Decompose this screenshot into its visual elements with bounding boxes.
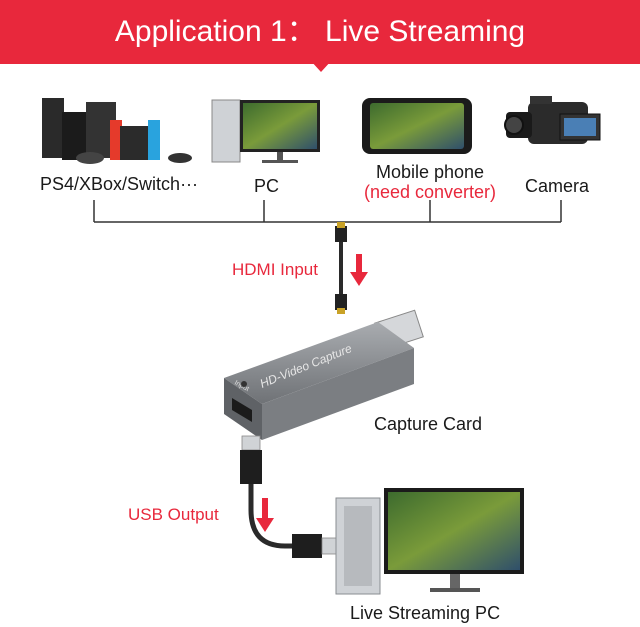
source-note-mobile: (need converter) [363,182,497,202]
usb-cable [240,435,343,558]
hdmi-input-label: HDMI Input [232,260,318,279]
banner-pointer [310,60,332,72]
banner-title: Application 1： Live Streaming [114,15,526,48]
source-label-pc: PC [254,176,280,196]
video-camera-icon [504,96,601,144]
streaming-pc-label: Live Streaming PC [350,603,501,623]
capture-card-label: Capture Card [374,414,483,434]
usb-output-label: USB Output [128,505,219,524]
game-consoles-icon [42,98,192,164]
header-banner [0,0,640,64]
mobile-phone-icon [362,98,472,154]
source-label-camera: Camera [525,176,590,196]
source-label-mobile: Mobile phone [375,162,485,182]
source-label-consoles: PS4/XBox/Switch··· [40,174,199,194]
hdmi-arrow-icon [350,254,368,286]
hdmi-cable [335,222,347,314]
desktop-pc-icon [211,99,320,163]
usb-arrow-icon [256,498,274,532]
source-connector-lines [93,200,562,223]
streaming-pc-icon [335,488,524,595]
